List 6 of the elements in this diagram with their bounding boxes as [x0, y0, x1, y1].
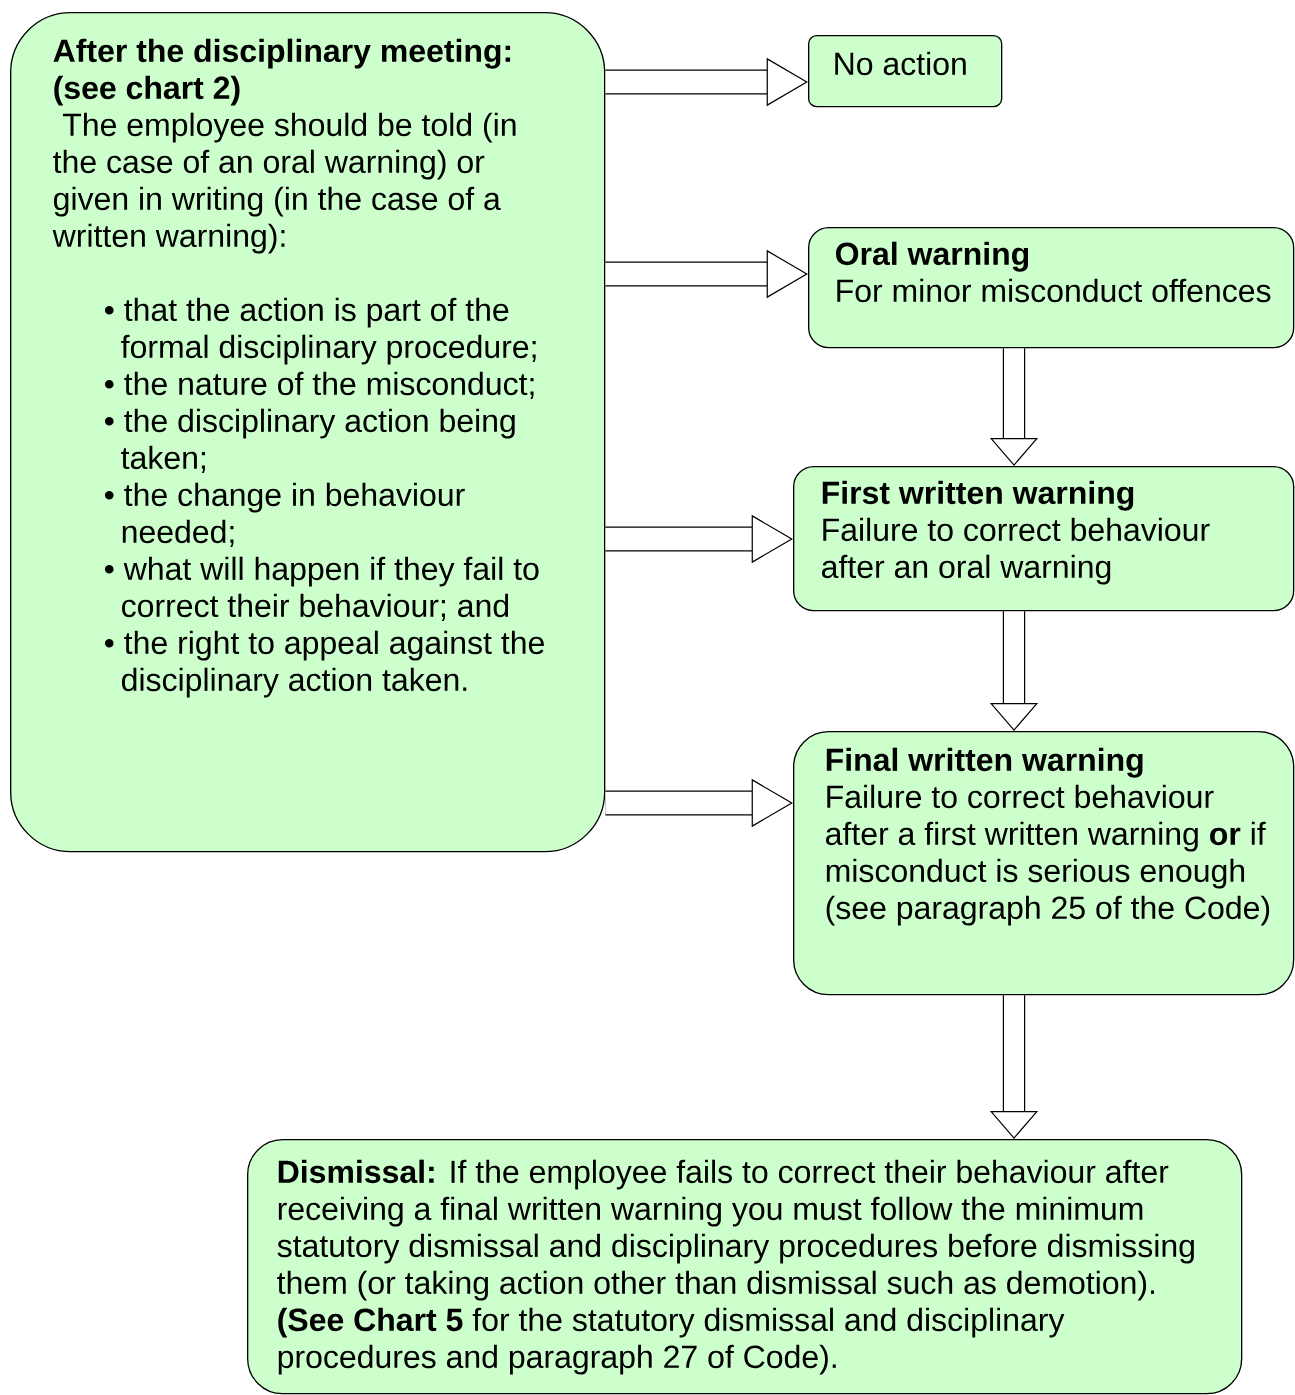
process-box: No action	[808, 35, 1003, 108]
process-box: Oral warning For minor misconduct offences	[808, 227, 1295, 349]
process-box: Final written warning Failure to correct behaviour after a first written warning or if misconduct is serious enough (see paragraph 25 of the Code)	[793, 731, 1295, 996]
process-box: After the disciplinary meeting: (see chart 2) The employee should be told (in the case of an oral warning) or given in writing (in the case of a written warning): • that the action is part of the formal disciplinary procedure; • the nature of the misconduct; • the disciplinary action being taken; • the change in behaviour needed; • what will happen if they fail to correct their behaviour; and • the right to appeal against the disciplinary action taken.	[10, 12, 606, 853]
process-box: First written warning Failure to correct behaviour after an oral warning	[793, 466, 1295, 612]
process-box: Dismissal: If the employee fails to correct their behaviour after receiving a final written warning you must follow the minimum statutory dismissal and disciplinary procedures before dismissing them (or taking action other than dismissal such as demotion). (See Chart 5 for the statutory dismissal and disciplinary procedures and paragraph 27 of Code).	[247, 1139, 1243, 1395]
